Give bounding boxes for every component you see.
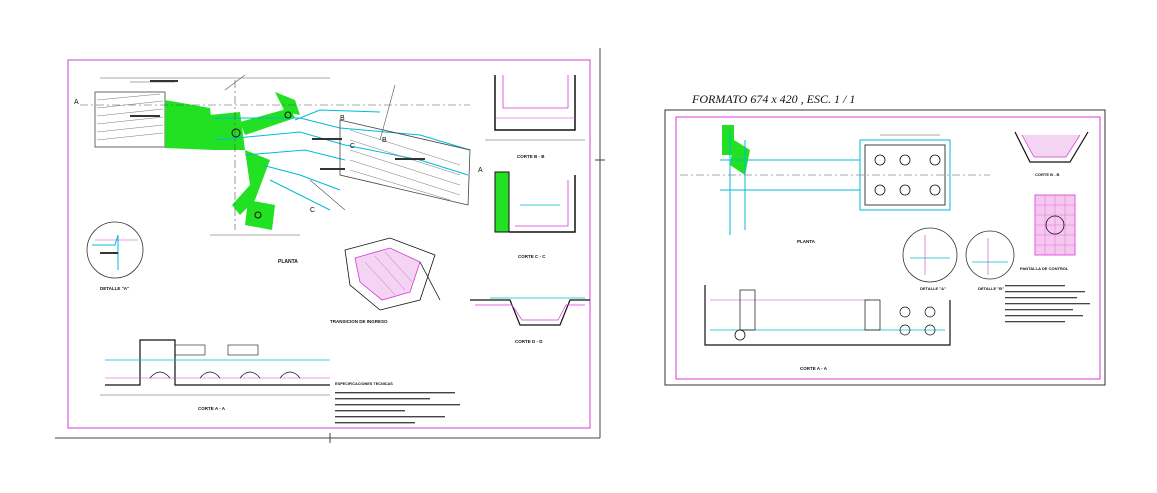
sheet-1-transition-isometric: TRANSICION DE INGRESO [330,237,441,324]
green-wall-sheet-2 [722,125,734,155]
svg-text:A: A [74,99,79,106]
sheet-2-notes [1005,285,1090,323]
svg-text:B: B [340,115,345,122]
sheet-2-section-a-label: CORTE A - A [800,366,828,371]
sheet-2-control-screen: PANTALLA DE CONTROL [1020,194,1076,271]
sheet-1-specifications: ESPECIFICACIONES TECNICAS [335,382,460,424]
sheet-2-control-screen-label: PANTALLA DE CONTROL [1020,266,1069,271]
sheet-2: FORMATO 674 x 420 , ESC. 1 / 1 PLANTA [664,92,1106,386]
sheet-1-section-b-label: CORTE B - B [517,154,545,159]
sheet-1-plan-label: PLANTA [278,259,298,265]
sheet-1-section-d-label: CORTE D - D [515,339,543,344]
sheet-2-detail-a-label: DETALLE "A" [920,286,946,291]
sheet-1-specifications-title: ESPECIFICACIONES TECNICAS [335,382,393,386]
sheet-1-section-d: CORTE D - D [470,297,590,344]
sheet-2-section-b-label: CORTE B - B [1035,172,1060,177]
green-structure-main [165,100,215,150]
sheet-2-detail-b-label: DETALLE "B" [978,286,1004,291]
sheet-2-detail-b: DETALLE "B" [965,230,1015,291]
svg-text:B: B [382,137,387,144]
sheet-2-plan-view: PLANTA [680,125,990,244]
sheet-1-transition-label: TRANSICION DE INGRESO [330,319,388,324]
sheet-1-section-b: CORTE B - B [485,75,585,159]
sheet-1-section-c: CORTE C - C [494,171,576,259]
sheet-1-frame [67,59,591,429]
sheet-1: A A B C B C PLANTA DETALLE "A" [55,48,605,443]
sheet-2-detail-a: DETALLE "A" [902,227,958,291]
sheet-1-section-a: CORTE A - A [100,339,330,411]
sheet-1-plan-view: A A B C B C PLANTA [74,74,483,265]
svg-text:A: A [478,167,483,174]
sheet-2-section-b: CORTE B - B [1014,131,1089,177]
sheet-2-plan-label: PLANTA [797,239,816,244]
svg-text:C: C [310,207,315,214]
sheet-1-detail-a-label: DETALLE "A" [100,286,129,291]
sheet-1-section-a-label: CORTE A - A [198,406,226,411]
svg-text:C: C [350,143,355,150]
sheet-1-section-c-label: CORTE C - C [518,254,546,259]
format-title: FORMATO 674 x 420 , ESC. 1 / 1 [691,92,855,106]
sheet-2-outer-frame [664,109,1106,386]
sheet-1-detail-a: DETALLE "A" [86,221,144,291]
green-wall-section-c [494,171,510,233]
sheet-2-inner-frame [675,116,1101,380]
sheet-2-section-a: CORTE A - A [704,285,951,371]
